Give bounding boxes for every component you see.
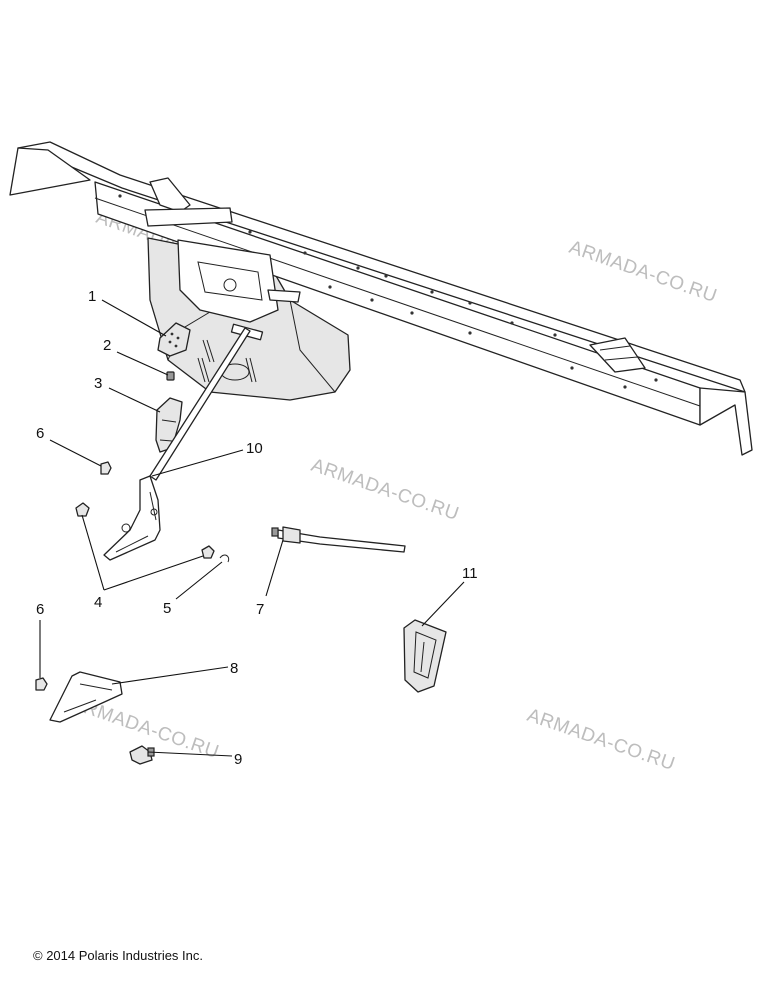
callout-2: 2 <box>103 337 111 354</box>
part-10-pedal-arm <box>103 327 251 561</box>
callout-10: 10 <box>246 440 263 457</box>
part-6-nut-lower <box>35 677 48 691</box>
part-2-screw <box>166 371 175 381</box>
callout-6: 6 <box>36 601 44 618</box>
part-3-knob <box>155 397 183 453</box>
callout-11: 11 <box>462 565 478 582</box>
part-1-pedal-pad <box>157 322 191 357</box>
copyright-notice: © 2014 Polaris Industries Inc. <box>33 948 203 963</box>
watermark: ARMADA-CO.RU <box>524 705 677 775</box>
part-5-clip <box>219 554 230 563</box>
part-9-fitting <box>129 745 155 765</box>
part-8-bracket <box>49 671 123 723</box>
frame-crossmember <box>9 141 753 456</box>
callout-4: 4 <box>94 594 102 611</box>
callout-9: 9 <box>234 751 242 768</box>
callout-6: 6 <box>36 425 44 442</box>
watermark: ARMADA-CO.RU <box>308 455 461 525</box>
part-4-nut-right <box>201 545 215 559</box>
callout-7: 7 <box>256 601 264 618</box>
part-7-rod <box>271 526 406 553</box>
callout-5: 5 <box>163 600 171 617</box>
callout-labels: 1 2 3 6 10 4 5 7 11 6 8 9 <box>36 288 478 768</box>
part-4-nut-left <box>75 502 90 517</box>
part-6-nut-upper <box>100 461 112 475</box>
callout-3: 3 <box>94 375 102 392</box>
leader-lines <box>39 299 465 757</box>
callout-1: 1 <box>88 288 96 305</box>
watermark: ARMADA-CO.RU <box>566 237 719 307</box>
callout-8: 8 <box>230 660 238 677</box>
part-11-pedal-pad <box>403 619 447 693</box>
